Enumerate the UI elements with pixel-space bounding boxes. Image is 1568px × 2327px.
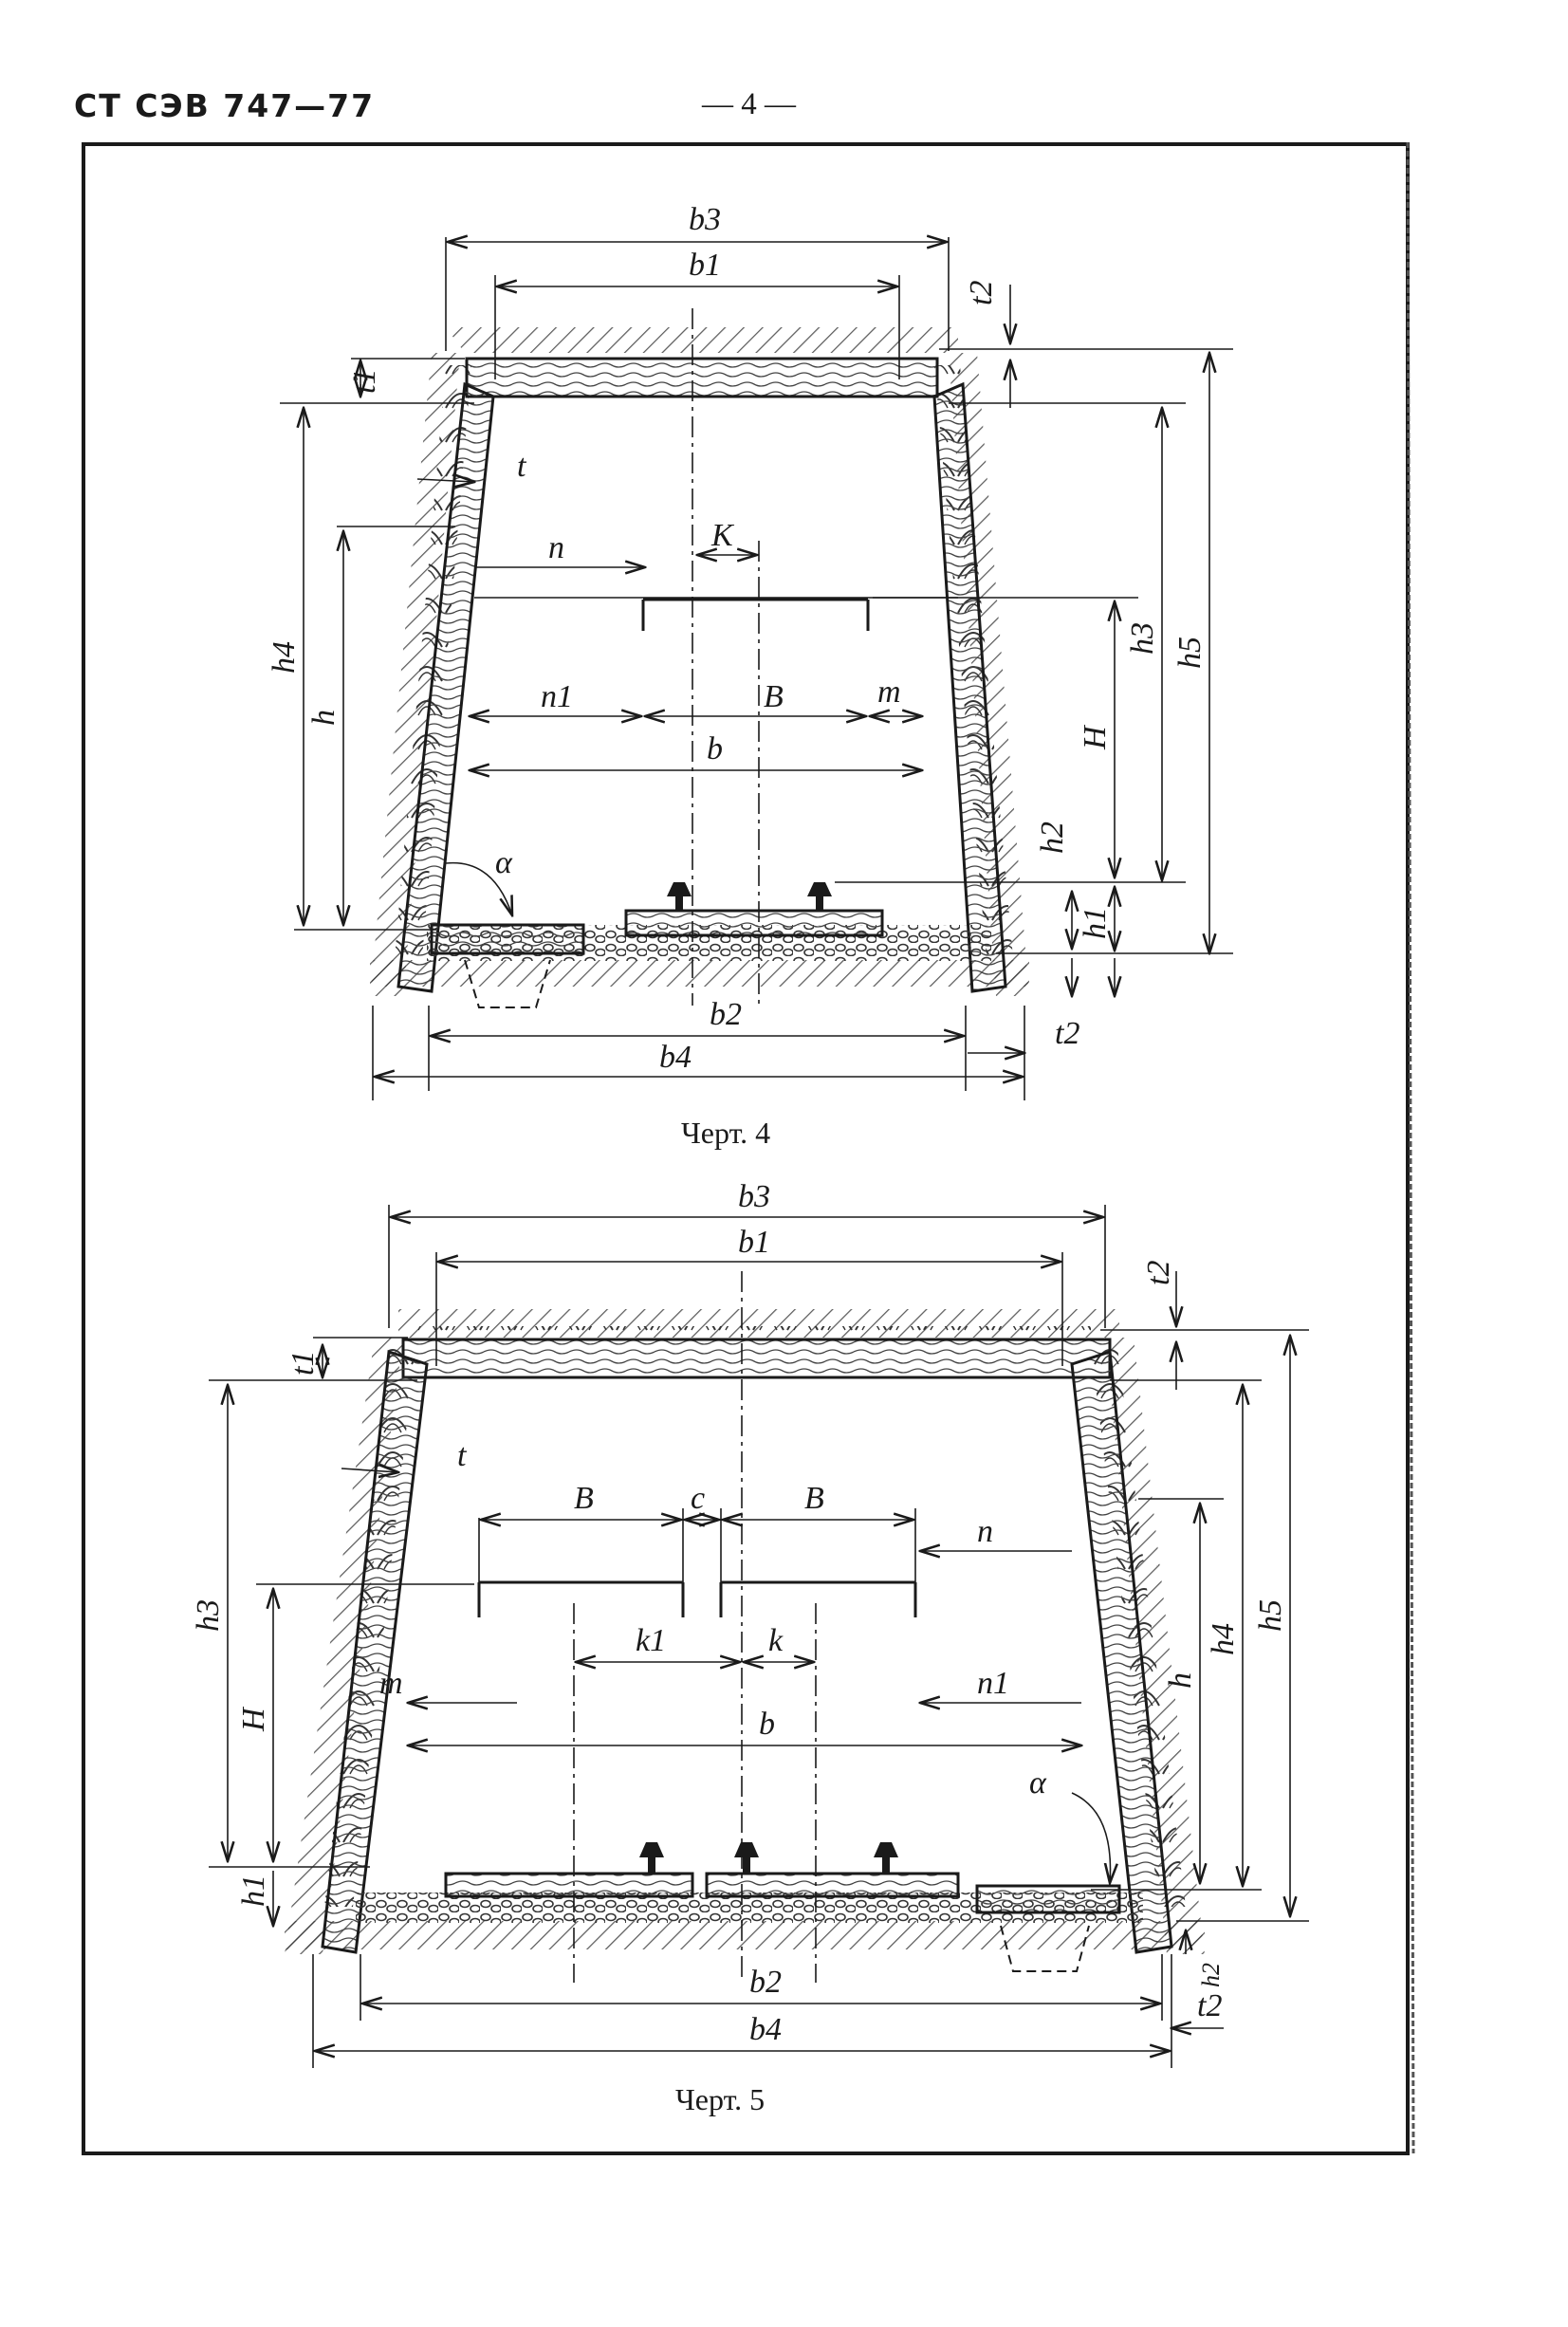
dim-B-right: B [804,1481,824,1516]
dim-B: B [764,679,784,714]
dim-h3: h3 [191,1599,226,1632]
dim-t2-bottom: t2 [1197,1988,1222,2023]
dim-h2: h2 [1035,822,1070,854]
figure-5-caption: Черт. 5 [675,2082,766,2116]
sheet-frame [82,142,1410,2155]
dim-H: H [1078,724,1113,750]
dim-h2: h2 [1197,1963,1225,1987]
dim-b1: b1 [689,248,721,283]
standard-designation: СТ СЭВ 747—77 [74,87,376,124]
figure-5-drawing: b3 b1 t2 t1 t B c B n k1 k m n1 b h3 H h… [191,1179,1309,2068]
dim-alpha: α [495,845,513,880]
dim-t2-bottom: t2 [1055,1016,1079,1051]
dim-b3: b3 [689,202,721,237]
dim-b4: b4 [749,2012,782,2047]
dim-b2: b2 [749,1965,782,2000]
dim-m: m [877,674,901,710]
dim-h5: h5 [1172,637,1208,669]
dim-m: m [379,1666,403,1701]
dim-b1: b1 [738,1225,770,1260]
dim-t1: t1 [347,369,382,394]
dim-t1: t1 [286,1351,321,1376]
page-number: — 4 — [702,87,796,121]
dim-k1: k1 [636,1623,666,1658]
dim-h4: h4 [1206,1623,1241,1655]
dim-t: t [517,449,527,484]
dim-h: h [1163,1672,1198,1689]
dim-h: h [306,710,341,726]
dim-h4: h4 [267,641,302,674]
dim-b: b [759,1707,775,1742]
figure-4-caption: Черт. 4 [681,1116,771,1150]
dim-b: b [707,731,723,766]
dim-b3: b3 [738,1179,770,1214]
dim-n1: n1 [977,1666,1009,1701]
dim-H: H [236,1706,271,1732]
dim-t2-top: t2 [1141,1261,1176,1285]
dim-h1: h1 [1078,907,1113,939]
dim-n: n [977,1514,993,1549]
dim-alpha: α [1029,1765,1047,1801]
dim-h5: h5 [1253,1599,1288,1632]
dim-t: t [457,1438,468,1473]
dim-B-left: B [574,1481,594,1516]
dim-c: c [691,1481,705,1516]
dim-k: K [710,518,735,553]
dim-k: k [768,1623,784,1658]
figure-4-drawing: b3 b1 t2 t1 t n K n1 B m b h4 h h3 h5 H … [267,202,1233,1100]
dim-b4: b4 [659,1040,692,1075]
dim-n: n [548,530,564,565]
dim-b2: b2 [710,997,742,1032]
dim-h1: h1 [236,1875,271,1907]
dim-h3: h3 [1125,622,1160,655]
dim-t2-top: t2 [964,281,999,305]
dim-n1: n1 [541,679,573,714]
